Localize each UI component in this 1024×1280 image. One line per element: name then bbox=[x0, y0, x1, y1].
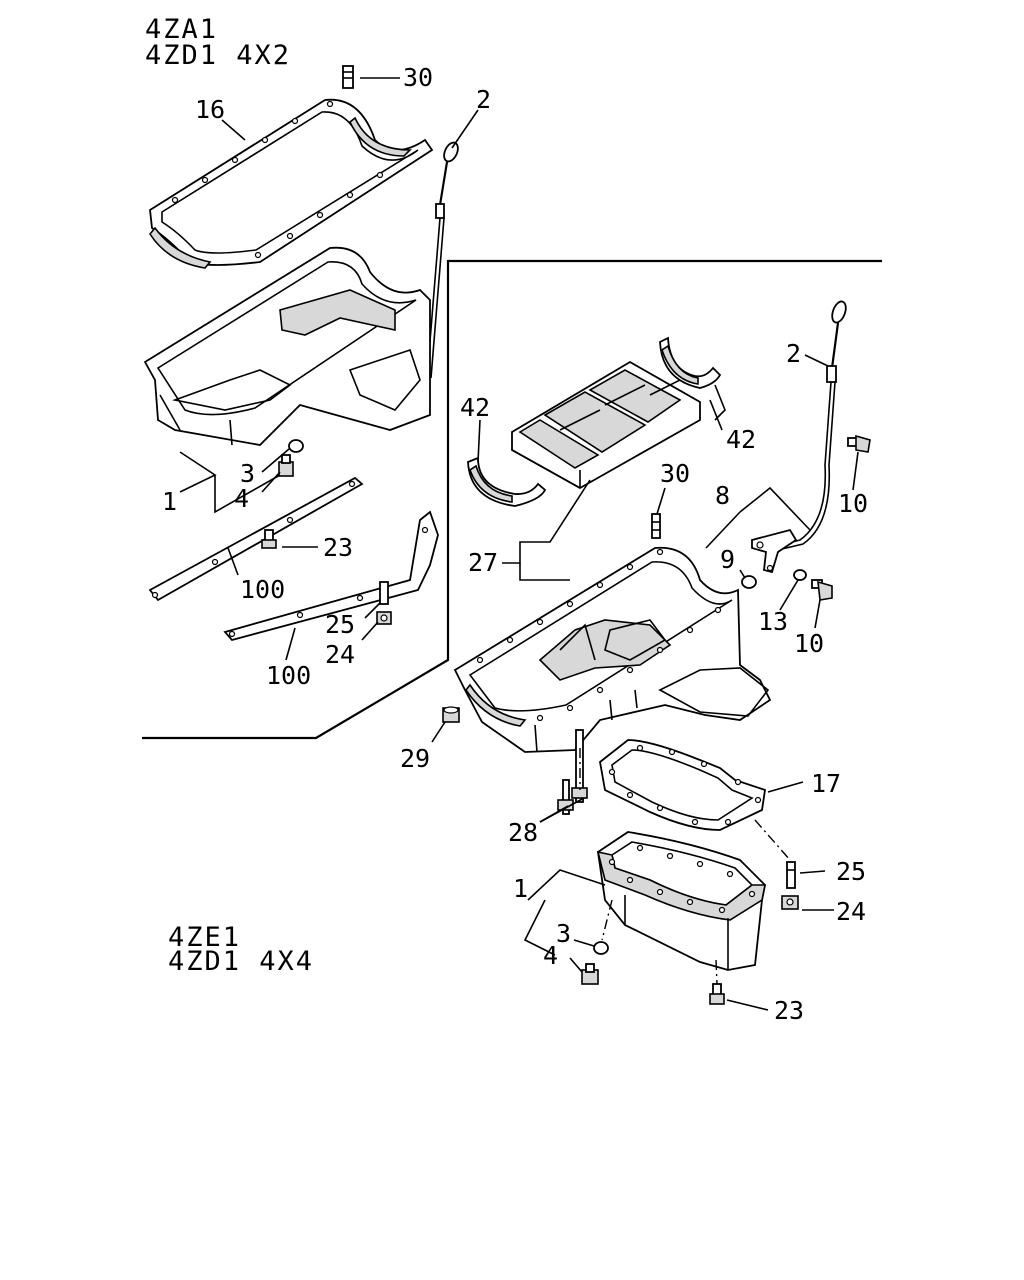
nut-24-top bbox=[376, 611, 392, 625]
dipstick-2-top bbox=[426, 141, 459, 379]
callout-9: 9 bbox=[720, 545, 735, 574]
callout-3-bottom: 3 bbox=[556, 919, 571, 948]
nut-29 bbox=[442, 706, 460, 723]
callout-1-bottom: 1 bbox=[513, 874, 528, 903]
stud-25-bottom bbox=[786, 861, 796, 889]
gasket-16 bbox=[149, 98, 434, 269]
callout-1-top: 1 bbox=[162, 487, 177, 516]
drain-washer-3-top bbox=[288, 439, 304, 453]
callout-30-bottom: 30 bbox=[660, 459, 690, 488]
lower-oil-pan-1-holes bbox=[608, 844, 756, 914]
baffle-plate-100-upper bbox=[148, 476, 364, 602]
upper-oil-pan-top bbox=[143, 246, 431, 446]
stud-30-bottom bbox=[651, 513, 661, 539]
callout-25-bottom: 25 bbox=[836, 857, 866, 886]
stud-25-top bbox=[379, 581, 389, 605]
bearing-shell-42-left bbox=[467, 456, 547, 507]
o-ring-9 bbox=[741, 575, 757, 589]
gasket-16-holes bbox=[171, 100, 384, 259]
baffle-plate-100-lower bbox=[223, 510, 439, 642]
callout-42-left: 42 bbox=[460, 393, 490, 422]
variant-bottom-line-2: 4ZD1 4X4 bbox=[168, 946, 314, 977]
variant-separator-line bbox=[142, 259, 882, 740]
top-assembly bbox=[143, 65, 479, 661]
callout-2-top: 2 bbox=[476, 85, 491, 114]
nut-24-bottom bbox=[781, 895, 799, 910]
callout-30-top: 30 bbox=[403, 63, 433, 92]
callout-100-upper: 100 bbox=[240, 575, 285, 604]
callout-28: 28 bbox=[508, 818, 538, 847]
bottom-assembly bbox=[431, 300, 871, 1011]
callout-13: 13 bbox=[758, 607, 788, 636]
callout-10-upper: 10 bbox=[838, 489, 868, 518]
callout-29: 29 bbox=[400, 744, 430, 773]
callout-4-top: 4 bbox=[234, 484, 249, 513]
drain-plug-4-bottom bbox=[581, 963, 599, 985]
bearing-shell-42-right bbox=[659, 336, 726, 421]
bolt-10-upper bbox=[847, 434, 871, 453]
callouts-bottom: 42 42 2 30 10 8 27 9 13 10 29 17 28 25 1… bbox=[400, 339, 868, 1025]
callout-8: 8 bbox=[715, 481, 730, 510]
stud-30-top bbox=[342, 65, 354, 89]
callout-3-top: 3 bbox=[240, 459, 255, 488]
callout-4-bottom: 4 bbox=[543, 941, 558, 970]
callout-42-right: 42 bbox=[726, 425, 756, 454]
callout-25-top: 25 bbox=[325, 610, 355, 639]
callout-24-bottom: 24 bbox=[836, 897, 866, 926]
gasket-17 bbox=[599, 739, 767, 831]
drain-washer-3-bottom bbox=[593, 941, 609, 955]
callout-23-top: 23 bbox=[323, 533, 353, 562]
variant-top-line-1: 4ZA1 bbox=[145, 14, 218, 45]
lower-oil-pan-1 bbox=[596, 831, 766, 971]
dipstick-guide-tube-8 bbox=[751, 464, 831, 574]
callout-17: 17 bbox=[811, 769, 841, 798]
variant-bottom-line-1: 4ZE1 bbox=[168, 922, 241, 953]
upper-oil-pan-bottom-holes bbox=[476, 548, 722, 722]
callout-23-bottom: 23 bbox=[774, 996, 804, 1025]
callout-10-lower: 10 bbox=[794, 629, 824, 658]
bearing-cap-stiffener-27 bbox=[511, 360, 701, 490]
bolt-23-bottom bbox=[709, 983, 725, 1005]
bolt-10-lower bbox=[811, 579, 833, 601]
drain-plug-4-top bbox=[278, 454, 294, 477]
callout-16: 16 bbox=[195, 95, 225, 124]
bolt-23-top bbox=[261, 529, 277, 549]
callout-2-bottom: 2 bbox=[786, 339, 801, 368]
washer-13 bbox=[793, 569, 807, 581]
callout-27: 27 bbox=[468, 548, 498, 577]
gasket-17-holes bbox=[608, 744, 762, 826]
callout-100-lower: 100 bbox=[266, 661, 311, 690]
callout-24-top: 24 bbox=[325, 640, 355, 669]
callouts-top: 30 16 2 1 3 4 23 100 100 25 24 bbox=[162, 63, 491, 690]
upper-oil-pan-bottom bbox=[453, 546, 772, 753]
dipstick-2-bottom bbox=[824, 300, 847, 466]
variant-top-line-2: 4ZD1 4X2 bbox=[145, 40, 291, 71]
